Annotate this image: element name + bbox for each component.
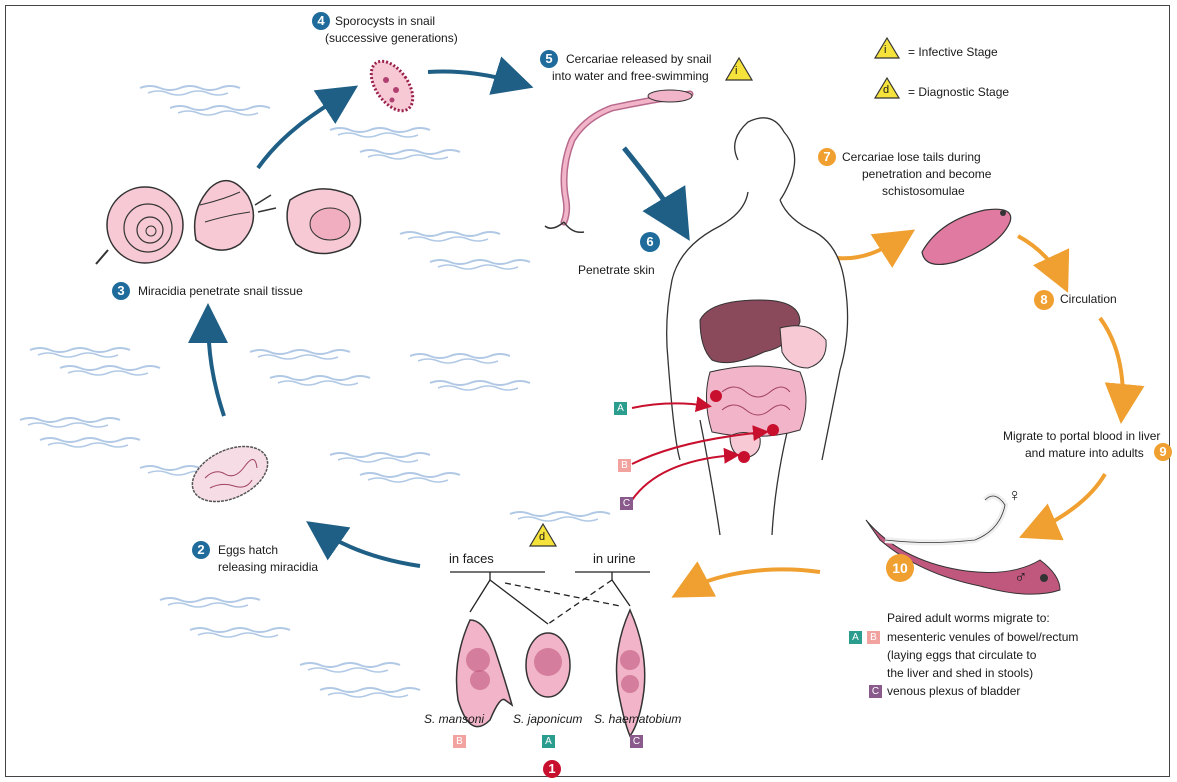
stage-4-badge: 4	[312, 12, 330, 30]
stomach	[780, 326, 826, 368]
stage-9-line2: and mature into adults	[1025, 446, 1144, 461]
species-japonicum: S. japonicum	[513, 712, 582, 727]
stage-2-line1: Eggs hatch	[218, 543, 278, 558]
stage-4-line2: (successive generations)	[325, 31, 458, 46]
arrow-10-to-1	[682, 569, 820, 592]
stage-5-badge: 5	[540, 50, 558, 68]
snail-planorbid	[96, 187, 183, 264]
arrow-5-to-6	[624, 148, 682, 228]
water-waves	[20, 86, 610, 697]
male-symbol: ♂	[1014, 570, 1028, 585]
arrow-7-to-8	[1018, 236, 1063, 282]
adults-ab-line1: mesenteric venules of bowel/rectum	[887, 630, 1078, 645]
adults-intro: Paired adult worms migrate to:	[887, 611, 1050, 626]
arrow-1-to-2	[316, 528, 420, 566]
species-haematobium: S. haematobium	[594, 712, 681, 727]
stage-4-line1: Sporocysts in snail	[335, 14, 435, 29]
arrow-code-c	[632, 455, 736, 500]
stage-5-line1: Cercariae released by snail	[566, 52, 711, 67]
stage-10-badge: 10	[886, 554, 914, 582]
triangle-i-legend-icon	[875, 38, 899, 58]
stage-7-line2: penetration and become	[862, 167, 991, 182]
stage-2-badge: 2	[192, 541, 210, 559]
stage-3-text: Miracidia penetrate snail tissue	[138, 284, 303, 299]
sporocyst	[363, 54, 421, 118]
snail-oncomelania	[287, 189, 360, 254]
in-faces-label: in faces	[449, 551, 494, 566]
legend-diagnostic-letter: d	[883, 83, 889, 98]
stage-5-line2: into water and free-swimming	[552, 69, 709, 84]
schistosomulum	[922, 209, 1011, 264]
adults-c-line1: venous plexus of bladder	[887, 684, 1020, 699]
stage-7-line1: Cercariae lose tails during	[842, 150, 981, 165]
snail-bulinus	[195, 181, 276, 250]
species-mansoni: S. mansoni	[424, 712, 484, 727]
arrow-code-a	[632, 403, 708, 408]
site-dot-a	[710, 390, 722, 402]
legend-diagnostic-text: = Diagnostic Stage	[908, 85, 1009, 100]
body-code-c: C	[620, 497, 633, 510]
stage-6-text: Penetrate skin	[578, 263, 655, 278]
arrow-6-to-7	[838, 236, 905, 258]
egg-source-lines	[450, 572, 650, 624]
stage-8-text: Circulation	[1060, 292, 1117, 307]
adults-ab-line2: (laying eggs that circulate to	[887, 648, 1036, 663]
stage-8-badge: 8	[1034, 290, 1054, 310]
stage-9-badge: 9	[1154, 443, 1172, 461]
arrow-9-to-10	[1030, 474, 1105, 533]
species-code-haematobium: C	[630, 735, 643, 748]
arrow-8-to-9	[1100, 318, 1123, 412]
triangle-i-icon	[726, 58, 752, 80]
stage-6-badge: 6	[640, 232, 660, 252]
diagnostic-letter-eggs: d	[539, 530, 545, 545]
site-dot-b	[767, 424, 779, 436]
in-urine-label: in urine	[593, 551, 636, 566]
arrow-3-to-4	[258, 92, 348, 168]
species-code-mansoni: B	[453, 735, 466, 748]
stage-7-line3: schistosomulae	[882, 184, 965, 199]
site-dot-c	[738, 451, 750, 463]
egg-japonicum	[526, 633, 570, 697]
species-code-japonicum: A	[542, 735, 555, 748]
female-symbol: ♀	[1008, 488, 1022, 503]
adults-code-a: A	[849, 631, 862, 644]
stage-3-badge: 3	[112, 282, 130, 300]
body-code-b: B	[618, 459, 631, 472]
stage-1-badge: 1	[543, 760, 561, 778]
stage-2-line2: releasing miracidia	[218, 560, 318, 575]
legend-infective-text: = Infective Stage	[908, 45, 998, 60]
adults-code-c: C	[869, 685, 882, 698]
miracidium	[184, 435, 277, 512]
infective-letter-5: i	[735, 64, 737, 79]
arrow-2-to-3	[208, 315, 224, 416]
arrow-4-to-5	[428, 72, 522, 85]
stage-7-badge: 7	[818, 148, 836, 166]
intestines	[706, 366, 806, 437]
adults-ab-line3: the liver and shed in stools)	[887, 666, 1033, 681]
egg-mansoni	[457, 620, 513, 727]
stage-9-line1: Migrate to portal blood in liver	[1003, 429, 1160, 444]
adults-code-b: B	[867, 631, 880, 644]
body-code-a: A	[614, 402, 627, 415]
legend-infective-letter: i	[884, 43, 886, 58]
